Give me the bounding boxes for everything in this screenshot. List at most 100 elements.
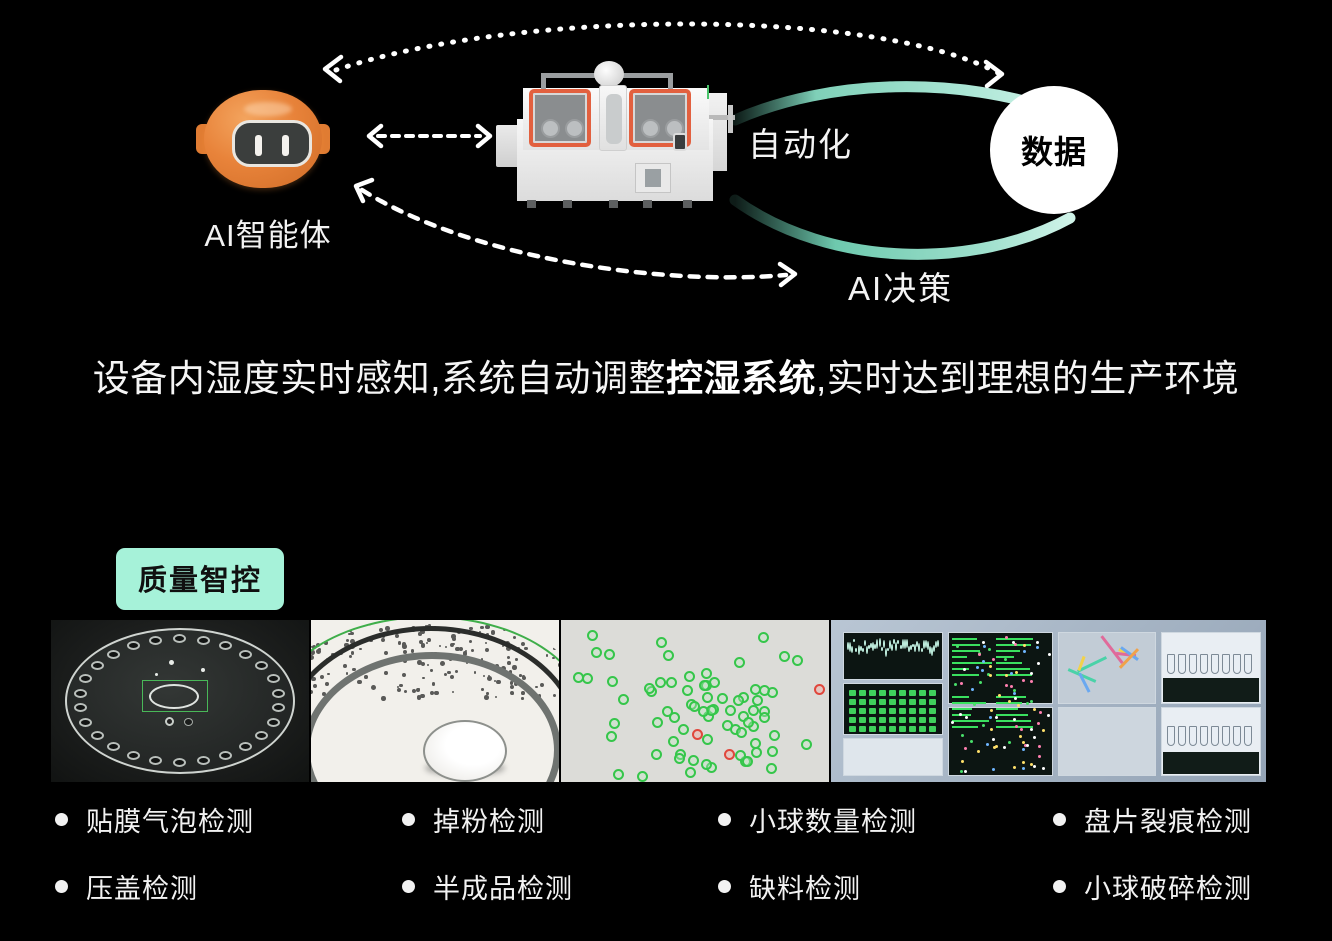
dash-data-point: [986, 672, 990, 676]
dash-data-point: [960, 770, 964, 774]
dash-data-point: [1030, 680, 1034, 684]
arrow-head-bottom-right: [777, 261, 798, 288]
dash-data-point: [989, 715, 993, 719]
disc-hole: [272, 688, 286, 698]
robot-highlight: [244, 102, 292, 116]
dash-data-line: [952, 720, 990, 722]
detected-ball: [665, 676, 677, 688]
detected-ball: [617, 693, 629, 705]
detected-ball: [709, 676, 721, 688]
dash-data-point: [973, 702, 977, 706]
dash-waveform-point: [884, 647, 887, 658]
dash-data-line: [952, 702, 987, 704]
dash-waveform-point: [916, 641, 919, 647]
bullet-dot-icon: [55, 880, 68, 893]
disc-hole: [255, 660, 269, 670]
detected-ball: [722, 719, 734, 731]
dash-waveform-point: [937, 639, 940, 648]
bullet-dot-icon: [402, 880, 415, 893]
dash-data-point: [978, 680, 982, 684]
detected-ball: [699, 679, 711, 691]
defect-ring: [165, 717, 174, 726]
dash-data-point: [1003, 746, 1007, 750]
multi-panel-dashboard-image[interactable]: [831, 620, 1266, 782]
detection-item-label: 小球数量检测: [749, 807, 917, 837]
dash-waveform-point: [918, 642, 921, 653]
dash-data-point: [964, 716, 968, 720]
detected-ball: [697, 706, 709, 718]
dash-data-point: [986, 743, 990, 747]
dash-data-point: [960, 734, 964, 738]
powder-drop-inspection-image[interactable]: [311, 620, 559, 782]
dash-data-point: [1016, 703, 1020, 707]
dash-grid-cell: [879, 708, 886, 714]
detected-ball: [663, 650, 675, 662]
detection-item: 贴膜气泡检测: [55, 800, 254, 839]
dash-data-point: [1033, 764, 1037, 768]
disc-hole: [73, 703, 87, 713]
dash-waveform-point: [886, 647, 889, 651]
dash-data-point: [989, 728, 993, 732]
dash-waveform-point: [905, 639, 908, 649]
disc-hole: [149, 635, 163, 645]
dash-data-point: [1041, 728, 1045, 732]
dash-data-point: [1022, 650, 1026, 654]
dash-data-line: [952, 696, 969, 698]
glove-port-3: [641, 119, 660, 138]
detected-ball: [655, 637, 667, 649]
dash-waveform-point: [895, 641, 898, 652]
detection-column-4: 盘片裂痕检测小球破碎检测: [1053, 800, 1252, 934]
cycle-diagram: AI智能体: [0, 0, 1332, 320]
dash-data-point: [1046, 714, 1050, 718]
dash-data-line: [952, 650, 981, 652]
disc-hole: [219, 750, 233, 760]
detection-ellipse: [149, 684, 199, 709]
dash-grid-cell: [899, 699, 906, 705]
detection-item: 盘片裂痕检测: [1053, 800, 1252, 839]
dash-data-line: [996, 644, 1032, 646]
dash-data-point: [1041, 766, 1045, 770]
detected-ball: [752, 695, 764, 707]
dash-grid-cell: [859, 717, 866, 723]
film-bubble-inspection-image[interactable]: [51, 620, 309, 782]
dash-data-point: [1030, 672, 1033, 676]
dash-data-point: [951, 720, 955, 724]
dash-data-point: [981, 641, 985, 645]
detected-ball: [743, 717, 755, 729]
dash-waveform-point: [847, 642, 849, 650]
detected-ball: [651, 717, 663, 729]
dash-grid-cell: [849, 708, 856, 714]
dash-waveform-point: [926, 640, 929, 651]
dash-data-point: [954, 682, 958, 686]
dash-data-point: [1004, 636, 1008, 640]
dash-grid-cell: [869, 699, 876, 705]
detected-ball: [581, 673, 593, 685]
dash-data-point: [1037, 745, 1041, 749]
arrow-head-top-right: [983, 59, 1005, 89]
machine-leg: [643, 200, 652, 208]
machine-indicator-light: [707, 85, 709, 99]
dash-tube: [1244, 726, 1252, 746]
dash-grid-cell: [879, 717, 886, 723]
detected-ball: [716, 693, 728, 705]
dash-waveform-point: [899, 645, 902, 649]
dash-data-point: [1013, 696, 1017, 700]
ball-count-inspection-image[interactable]: [561, 620, 829, 782]
dash-data-line: [996, 638, 1034, 640]
bullet-dot-icon: [1053, 813, 1066, 826]
detected-ball: [608, 717, 620, 729]
robot-eye-right: [282, 135, 289, 156]
dash-panel-readout-bottom: [948, 707, 1053, 776]
dash-data-point: [995, 744, 999, 748]
detected-ball: [678, 723, 690, 735]
dash-data-point: [1036, 662, 1040, 666]
machine-leg: [683, 200, 692, 208]
detection-column-3: 小球数量检测缺料检测: [718, 800, 917, 934]
dash-waveform-point: [924, 639, 927, 648]
dash-grid-cell: [909, 690, 916, 696]
dash-waveform-point: [922, 640, 925, 649]
dash-waveform-point: [872, 641, 875, 651]
dash-panel-waveform: [843, 632, 943, 680]
dash-data-line: [996, 668, 1030, 670]
dash-grid-cell: [909, 708, 916, 714]
